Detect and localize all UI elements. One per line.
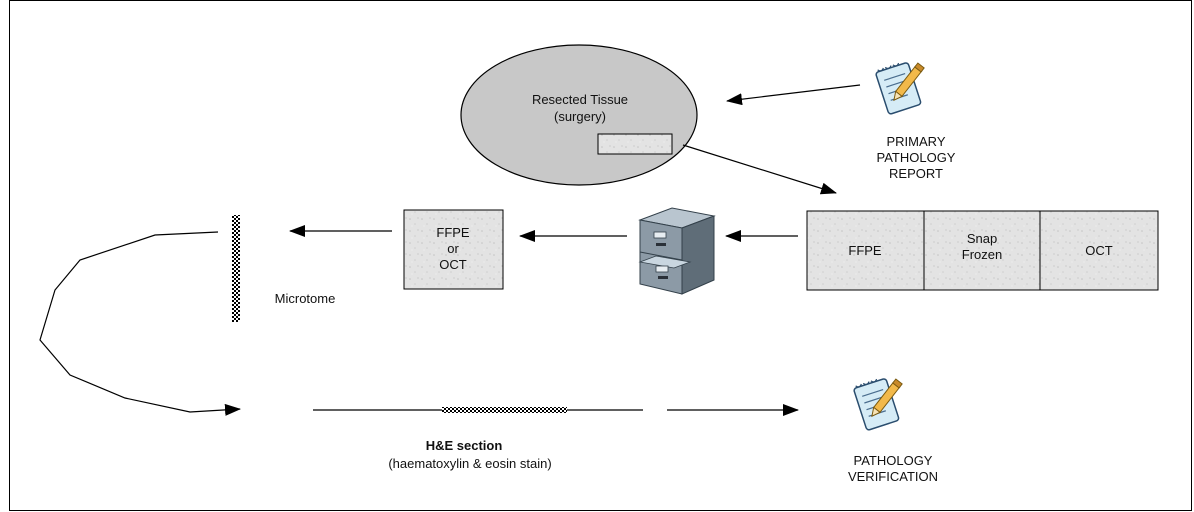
ffpe-label: FFPE xyxy=(848,243,882,258)
microtome-blade xyxy=(232,215,240,322)
microtome-label: Microtome xyxy=(275,291,336,306)
ffpe-block xyxy=(806,210,925,291)
he-section-subtitle: (haematoxylin & eosin stain) xyxy=(388,456,551,471)
primary-report-line3: REPORT xyxy=(889,166,943,181)
resected-tissue-label: Resected Tissue xyxy=(532,92,628,107)
filing-cabinet-icon xyxy=(638,207,716,295)
report-icon xyxy=(874,61,925,116)
arrow-tissue-to-blocks xyxy=(682,144,837,195)
arrow-report-to-tissue xyxy=(726,84,861,106)
loop-connector xyxy=(39,231,241,416)
snap-frozen-block xyxy=(923,210,1041,291)
he-section-strip xyxy=(442,407,567,413)
primary-report-line2: PATHOLOGY xyxy=(877,150,956,165)
frozen-label: Frozen xyxy=(962,247,1002,262)
verification-line1: PATHOLOGY xyxy=(854,453,933,468)
tissue-sample-block xyxy=(597,133,673,155)
primary-report-line1: PRIMARY xyxy=(887,134,946,149)
resected-tissue-sublabel: (surgery) xyxy=(554,109,606,124)
he-section-title: H&E section xyxy=(426,438,503,453)
oct-label: OCT xyxy=(1085,243,1113,258)
ffpe-or-oct-block xyxy=(403,209,504,290)
sample-line3: OCT xyxy=(439,257,467,272)
verification-report-icon xyxy=(852,377,903,432)
sample-line2: or xyxy=(447,241,459,256)
oct-block xyxy=(1039,210,1159,291)
diagram-frame xyxy=(9,0,1192,511)
verification-line2: VERIFICATION xyxy=(848,469,938,484)
snap-label: Snap xyxy=(967,231,997,246)
sample-line1: FFPE xyxy=(436,225,470,240)
